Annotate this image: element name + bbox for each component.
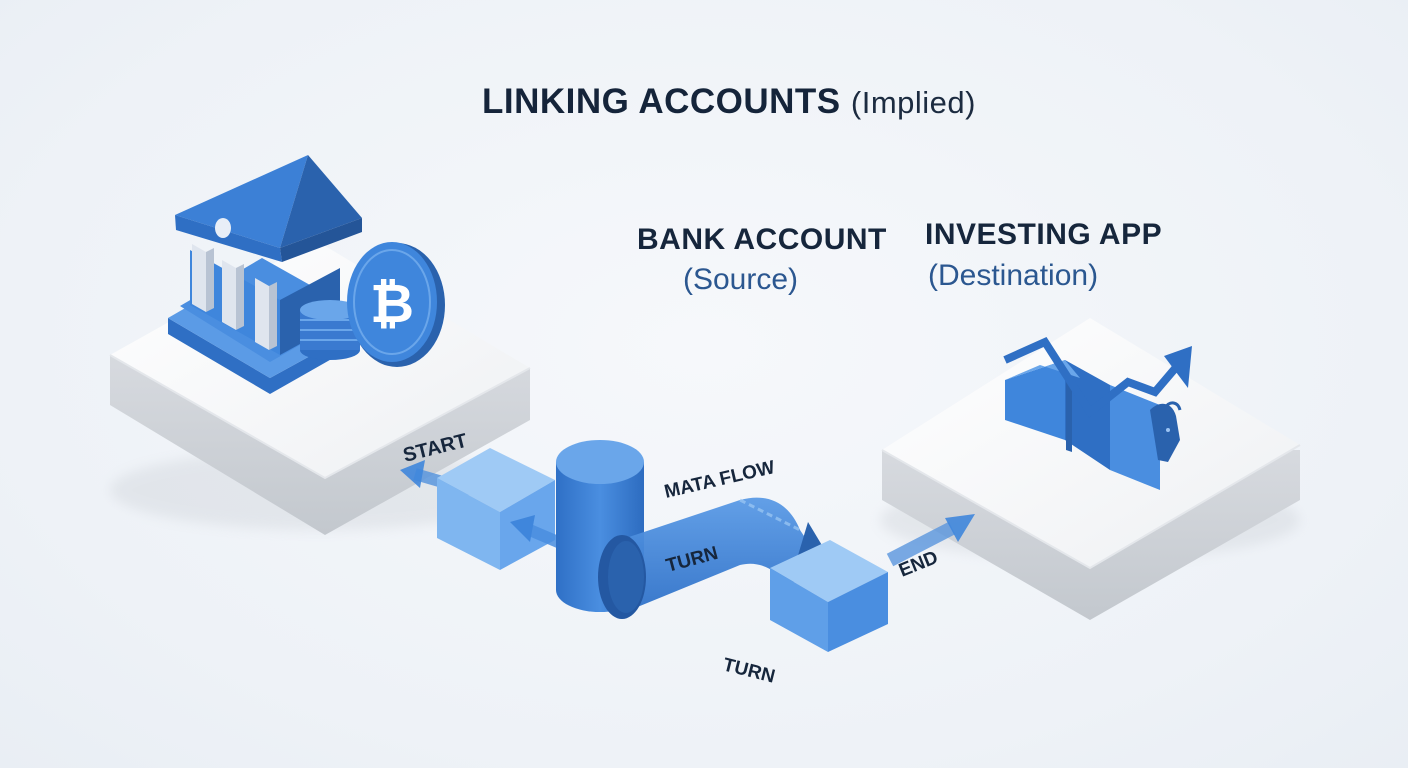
- data-flow-label: MATA FLOW: [662, 457, 776, 503]
- flow-pipe: [598, 497, 832, 619]
- title-main: LINKING ACCOUNTS: [482, 82, 841, 121]
- bottom-turn-label: TURN: [721, 654, 777, 687]
- source-subheading: (Source): [683, 263, 799, 296]
- growth-chart-icon: [1003, 336, 1192, 490]
- right-cube: [770, 540, 888, 652]
- title-note: (Implied): [850, 85, 976, 120]
- diagram-title: LINKING ACCOUNTS (Implied): [0, 82, 1408, 122]
- destination-platform: [880, 318, 1301, 620]
- destination-heading: INVESTING APP: [925, 218, 1163, 251]
- destination-subheading: (Destination): [928, 259, 1099, 292]
- bull-icon: [1150, 401, 1182, 462]
- bitcoin-coin-icon: ₿: [347, 242, 445, 367]
- svg-text:₿: ₿: [370, 272, 414, 335]
- left-cube: [437, 448, 555, 570]
- end-arrow: [886, 514, 975, 567]
- source-heading: BANK ACCOUNT: [637, 223, 887, 256]
